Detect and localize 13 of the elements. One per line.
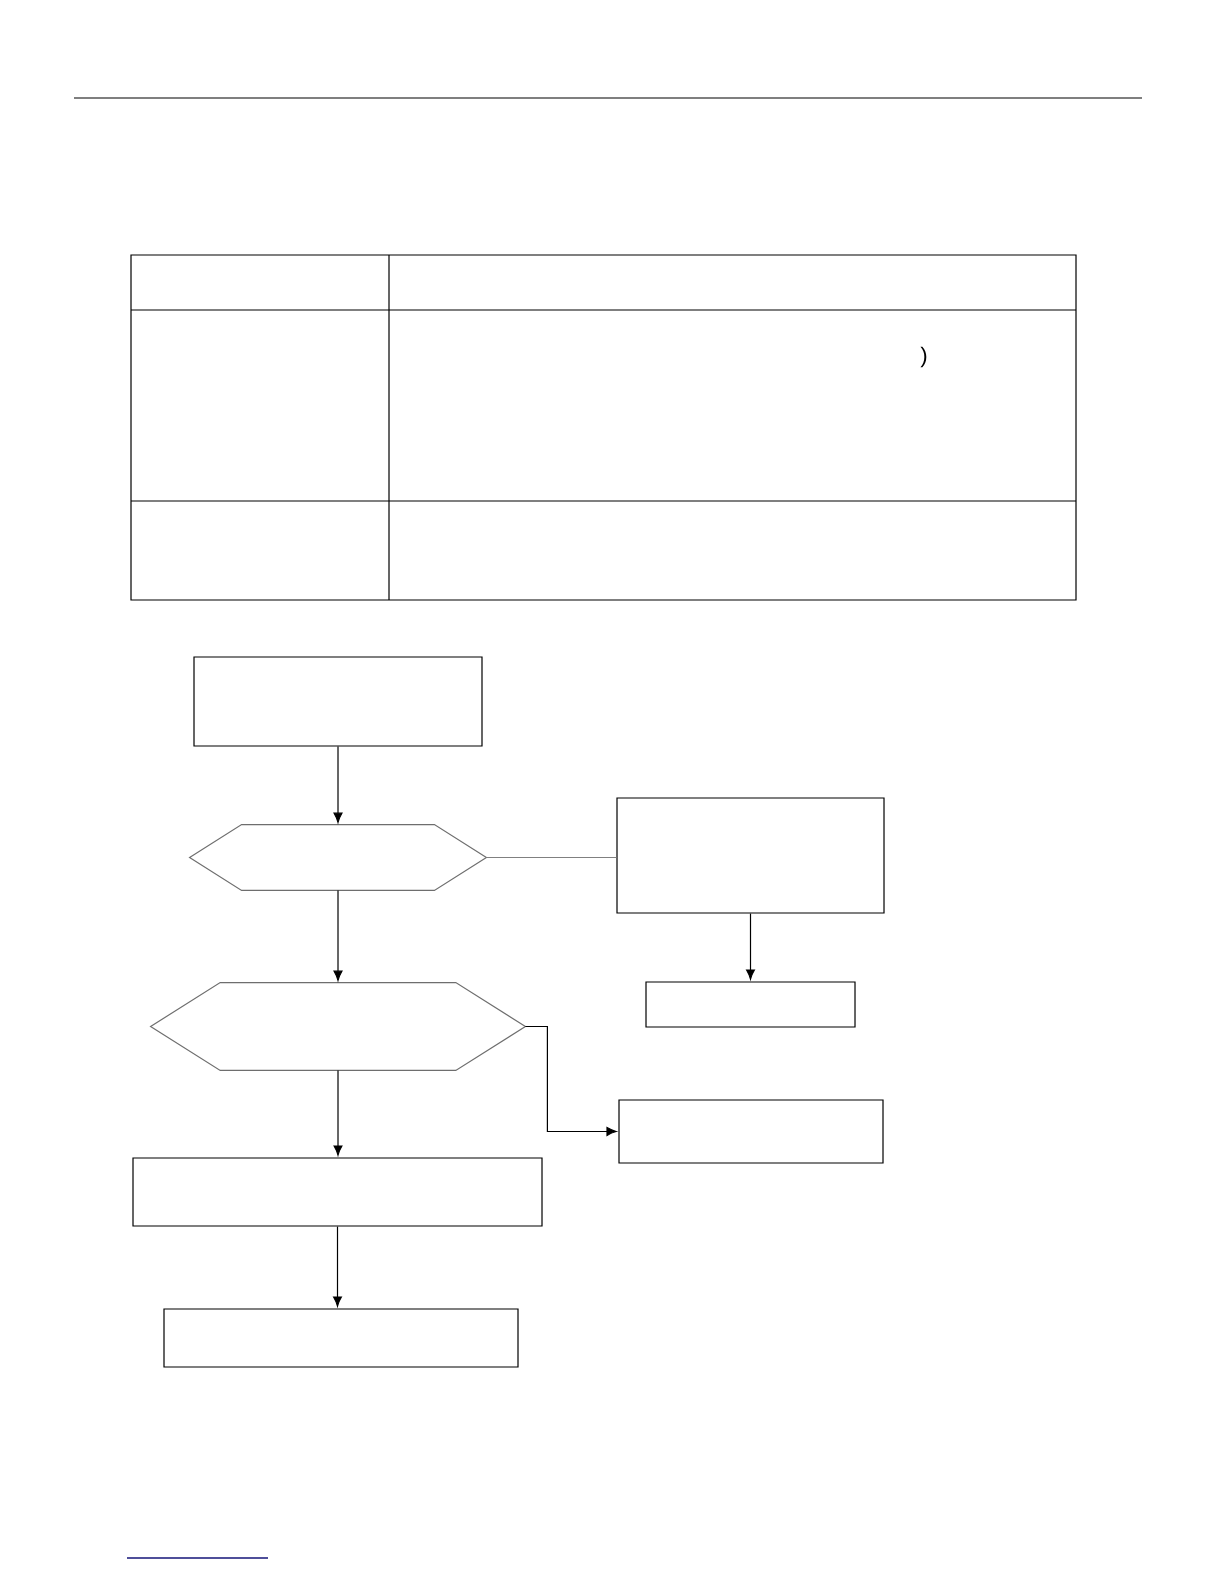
process-box xyxy=(193,656,483,747)
arrow xyxy=(333,889,343,981)
process-box xyxy=(163,1308,519,1368)
arrow xyxy=(746,913,755,980)
process-box xyxy=(618,1099,884,1164)
process-box xyxy=(616,797,885,914)
table-text: ) xyxy=(920,346,927,368)
arrow xyxy=(333,1226,342,1307)
arrow xyxy=(333,1069,343,1156)
process-box xyxy=(132,1157,543,1227)
process-box xyxy=(645,981,856,1028)
arrow xyxy=(524,1025,617,1136)
arrow xyxy=(333,746,343,823)
